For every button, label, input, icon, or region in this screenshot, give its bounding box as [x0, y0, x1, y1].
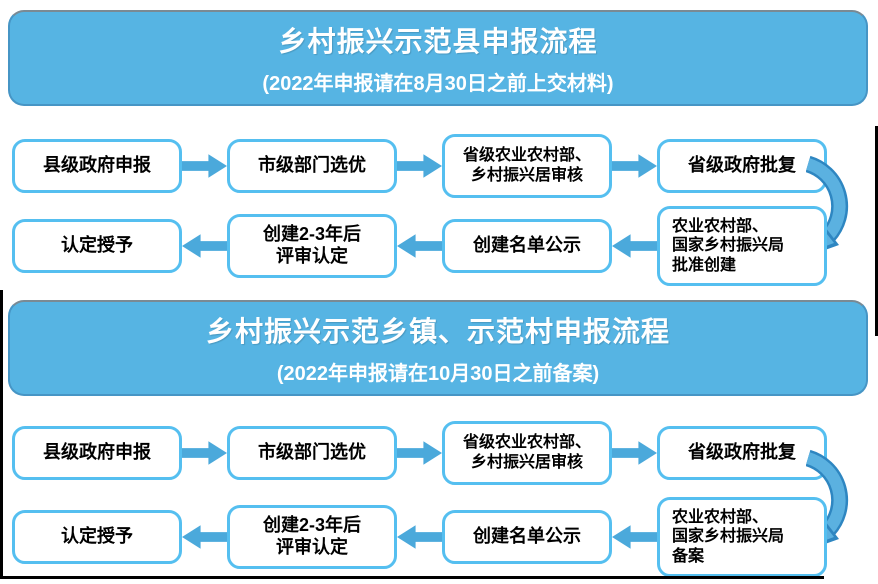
flow1-forward-row: 县级政府申报 市级部门选优 省级农业农村部、 乡村振兴居审核 省级政府批复 — [12, 132, 828, 200]
frame-line-left — [0, 290, 3, 576]
flow1-return-row: 认定授予 创建2-3年后 评审认定 创建名单公示 农业农村部、 国家乡村振兴局 … — [12, 204, 828, 288]
step-national-filing: 农业农村部、 国家乡村振兴局 备案 — [657, 497, 827, 577]
step-review-after-2-3-years: 创建2-3年后 评审认定 — [227, 214, 397, 278]
step-provincial-review: 省级农业农村部、 乡村振兴居审核 — [442, 421, 612, 485]
arrow-left-icon — [182, 525, 227, 549]
banner-subtitle: (2022年申报请在10月30日之前备案) — [276, 363, 600, 385]
banner-subtitle: (2022年申报请在8月30日之前上交材料) — [262, 73, 614, 95]
banner-title: 乡村振兴示范乡镇、示范村申报流程 — [205, 316, 670, 347]
arrow-left-icon — [397, 525, 442, 549]
frame-line-bottom — [0, 576, 824, 579]
step-certify-award: 认定授予 — [12, 510, 182, 564]
arrow-left-icon — [397, 234, 442, 258]
arrow-left-icon — [182, 234, 227, 258]
flow2-return-row: 认定授予 创建2-3年后 评审认定 创建名单公示 农业农村部、 国家乡村振兴局 … — [12, 496, 828, 578]
arrow-left-icon — [612, 234, 657, 258]
step-city-dept-select: 市级部门选优 — [227, 426, 397, 480]
step-city-dept-select: 市级部门选优 — [227, 139, 397, 193]
step-list-publicity: 创建名单公示 — [442, 510, 612, 564]
arrow-right-icon — [612, 154, 657, 178]
step-provincial-gov-approve: 省级政府批复 — [657, 139, 827, 193]
arrow-right-icon — [397, 154, 442, 178]
arrow-right-icon — [182, 441, 227, 465]
flow2-forward-row: 县级政府申报 市级部门选优 省级农业农村部、 乡村振兴居审核 省级政府批复 — [12, 420, 828, 486]
step-certify-award: 认定授予 — [12, 219, 182, 273]
banner-county-process: 乡村振兴示范县申报流程 (2022年申报请在8月30日之前上交材料) — [8, 10, 868, 106]
banner-title: 乡村振兴示范县申报流程 — [278, 26, 598, 57]
arrow-right-icon — [182, 154, 227, 178]
frame-line-right — [875, 126, 878, 336]
banner-town-village-process: 乡村振兴示范乡镇、示范村申报流程 (2022年申报请在10月30日之前备案) — [8, 300, 868, 396]
step-provincial-review: 省级农业农村部、 乡村振兴居审核 — [442, 134, 612, 198]
arrow-right-icon — [397, 441, 442, 465]
step-county-gov-apply: 县级政府申报 — [12, 426, 182, 480]
step-national-approve-create: 农业农村部、 国家乡村振兴局 批准创建 — [657, 206, 827, 286]
step-county-gov-apply: 县级政府申报 — [12, 139, 182, 193]
step-review-after-2-3-years: 创建2-3年后 评审认定 — [227, 505, 397, 569]
arrow-right-icon — [612, 441, 657, 465]
step-provincial-gov-approve: 省级政府批复 — [657, 426, 827, 480]
arrow-left-icon — [612, 525, 657, 549]
step-list-publicity: 创建名单公示 — [442, 219, 612, 273]
